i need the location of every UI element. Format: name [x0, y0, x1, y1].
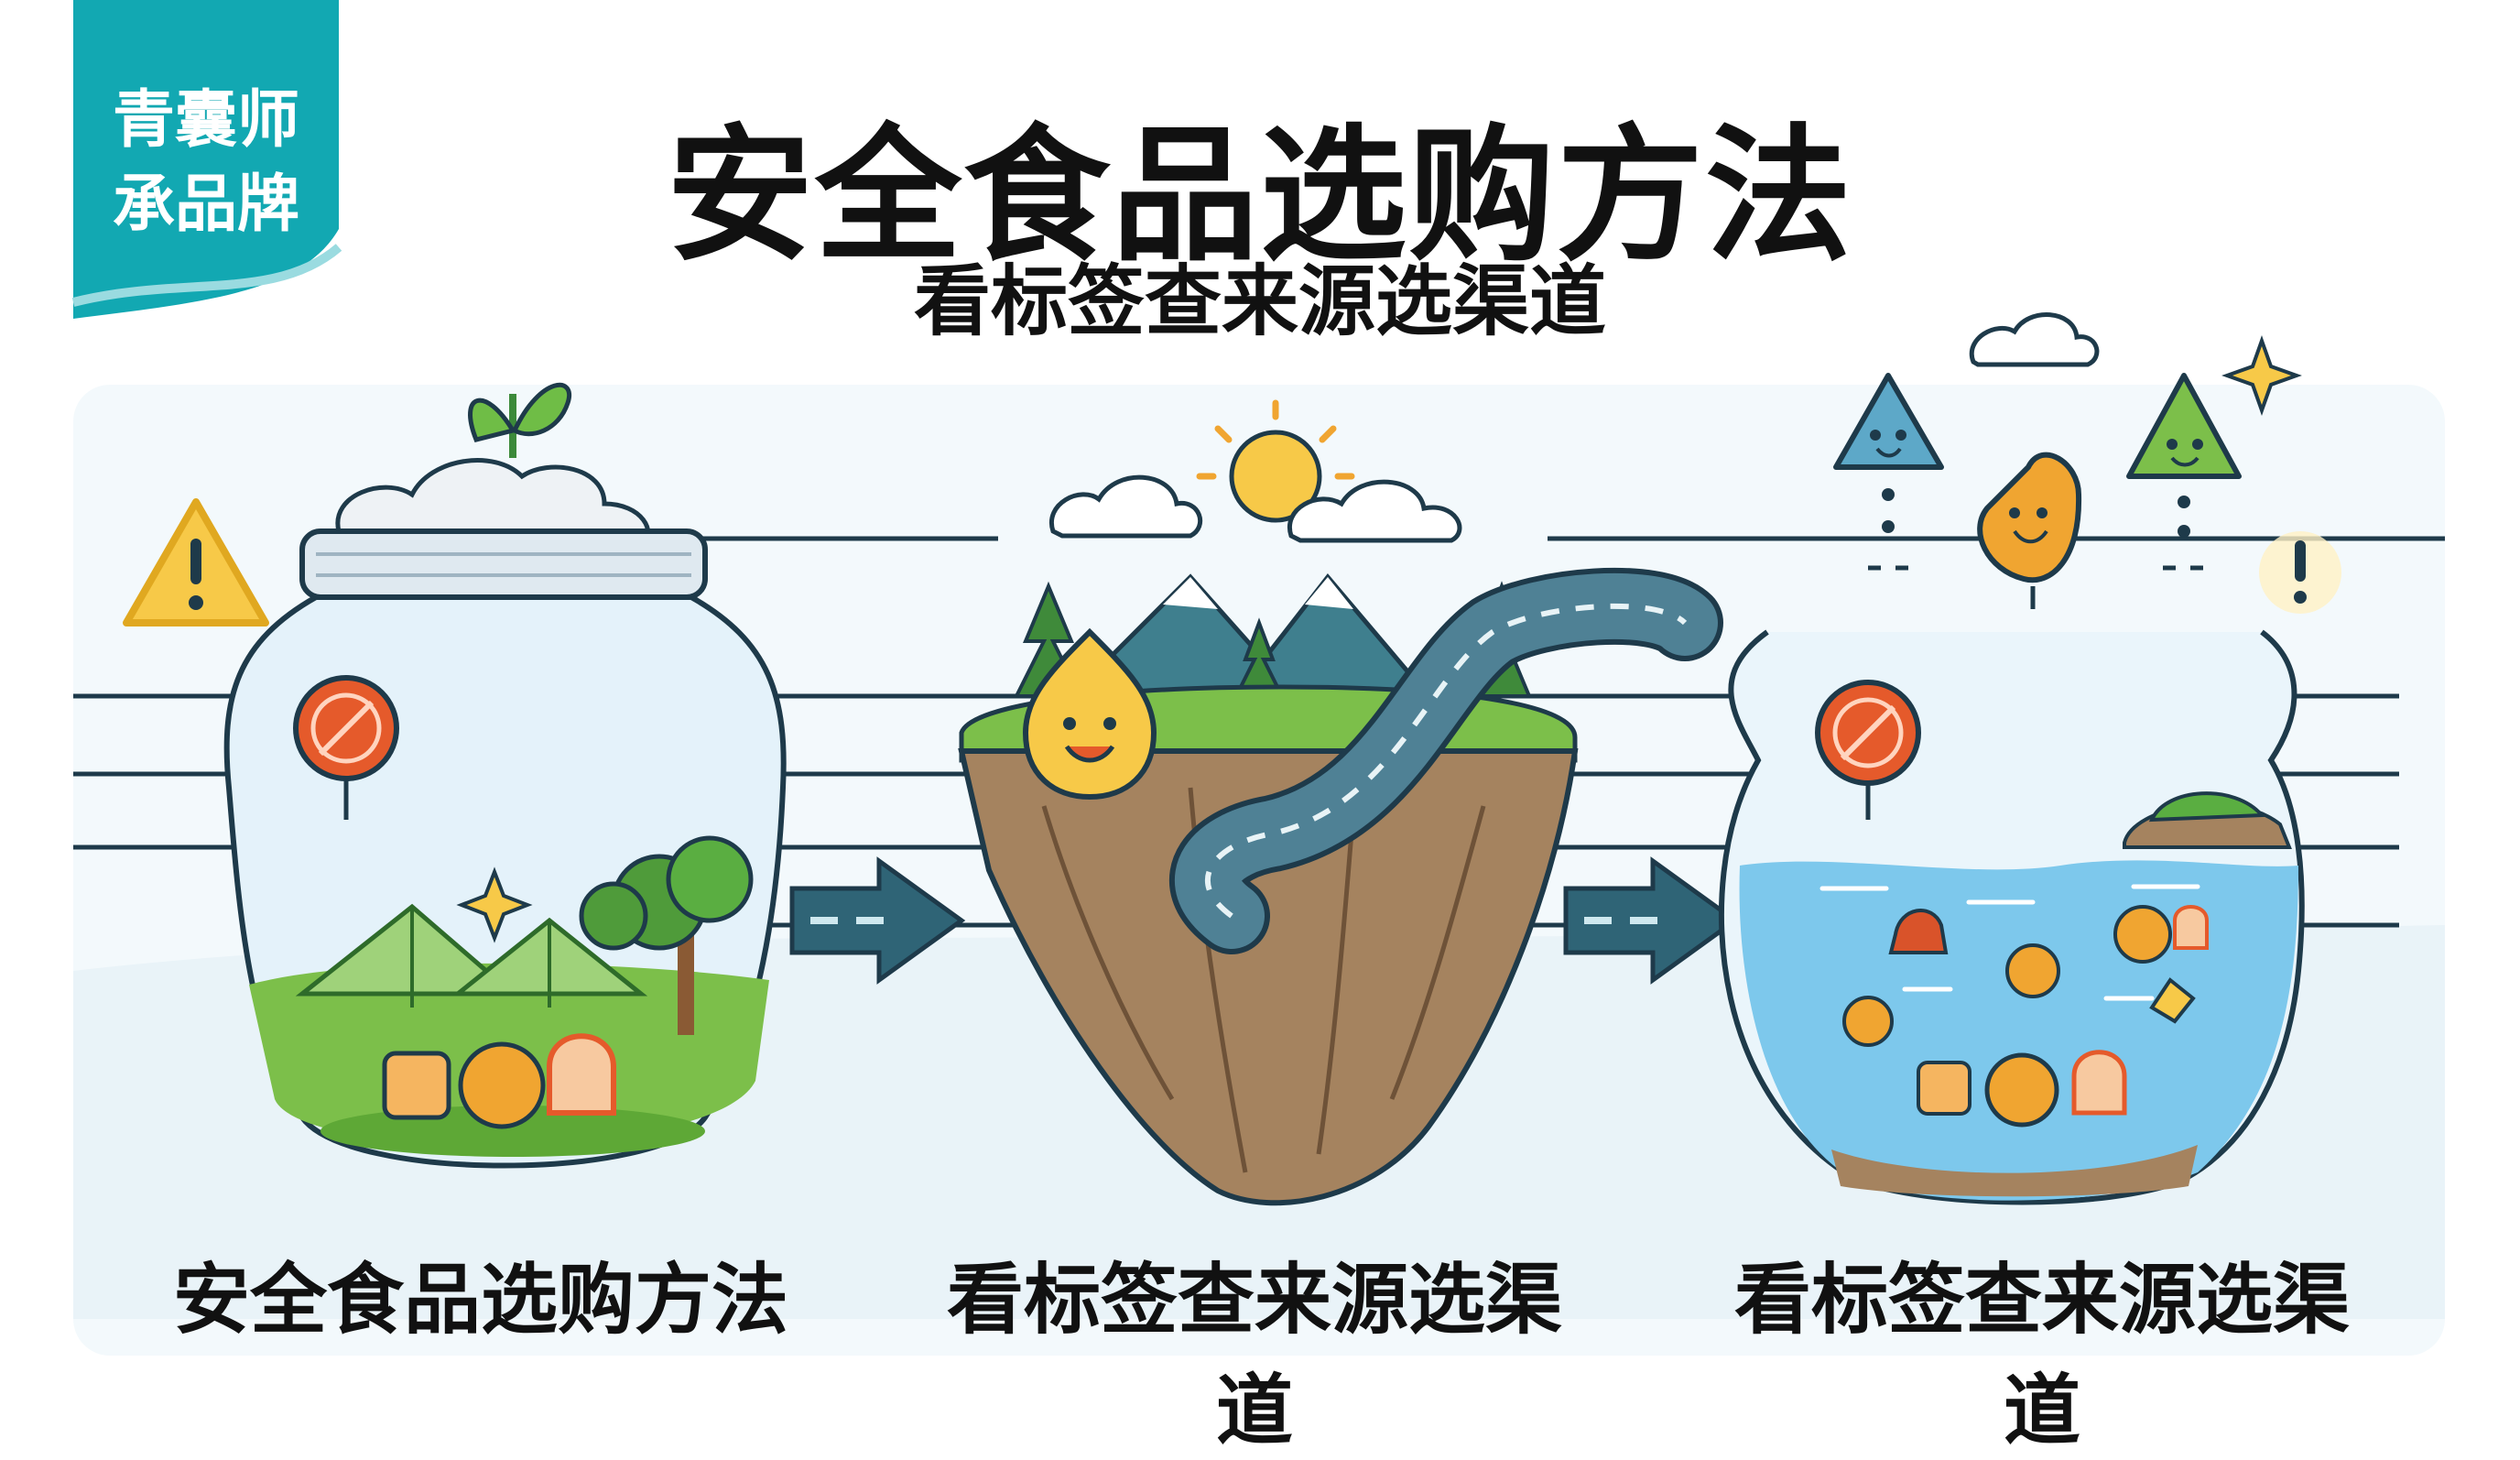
water-jar-icon — [1719, 629, 2305, 1205]
brand-line-2: 承品牌 — [112, 169, 299, 241]
triangle-character-icon — [1833, 373, 1944, 571]
sparkle-icon — [2221, 335, 2302, 416]
warning-icon — [123, 498, 269, 626]
food-character-icon — [1977, 452, 2082, 609]
panel-1-caption: 安全食品选购方法 — [172, 1255, 788, 1345]
illustration-layer — [71, 0, 2445, 1356]
panel-3-caption: 看标签查来源选渠道 — [1733, 1255, 2350, 1455]
page-title: 安全食品选购方法 — [666, 110, 1853, 281]
page-subtitle: 看标签查来源选渠道 — [913, 256, 1606, 346]
triangle-character-icon — [2126, 373, 2242, 571]
arrow-right-icon — [1563, 856, 1740, 985]
arrow-right-icon — [789, 856, 966, 985]
floating-island-icon — [958, 399, 1723, 1206]
brand-badge — [71, 0, 342, 319]
warning-glow-icon — [2259, 531, 2341, 614]
cloud-icon — [1969, 312, 2100, 367]
panel-2-caption: 看标签查来源选渠道 — [946, 1255, 1562, 1455]
sealed-jar-icon — [223, 382, 787, 1169]
brand-line-1: 青囊师 — [112, 84, 299, 157]
infographic-canvas: 青囊师 承品牌 安全食品选购方法 看标签查来源选渠道 安全食品选购方法 看标签查… — [71, 0, 2445, 1455]
brand-logo-text: 青囊师 承品牌 — [73, 79, 339, 247]
